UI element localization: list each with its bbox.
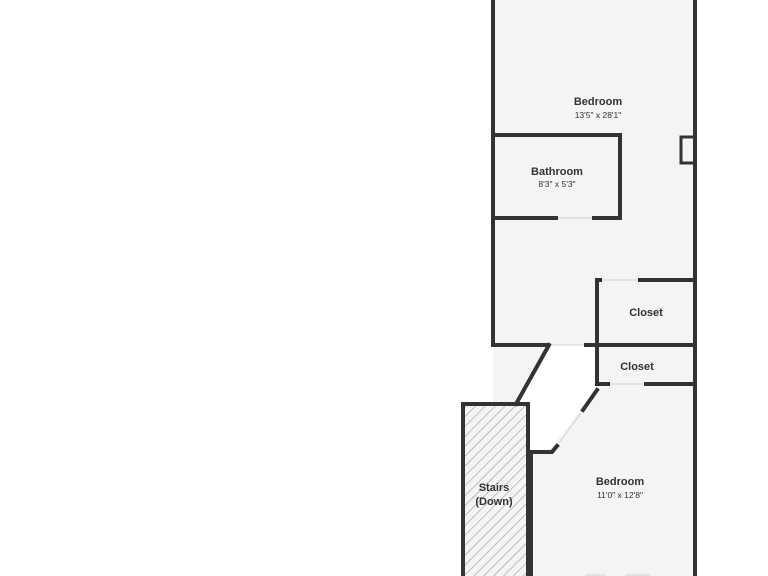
stairs-label-line2: (Down) (475, 496, 513, 508)
room-labels: Bedroom 13'5" x 28'1" Bathroom 8'3" x 5'… (475, 96, 663, 508)
walls (461, 0, 697, 576)
upper-bedroom-floor (493, 0, 695, 576)
bedroom-lower-door (558, 412, 582, 444)
closet-lower-name: Closet (620, 361, 654, 373)
wall-hall-left-diagonal (513, 342, 552, 407)
chimney (679, 135, 697, 165)
wall-stairs (461, 402, 530, 576)
bedroom-upper-dims: 13'5" x 28'1" (575, 110, 622, 120)
bedroom-lower-name: Bedroom (596, 476, 645, 488)
stairs-hatch (463, 404, 528, 576)
closet-upper-name: Closet (629, 307, 663, 319)
bedroom-lower-dims: 11'0" x 12'8" (597, 490, 643, 500)
bathroom-dims: 8'3" x 5'3" (538, 179, 575, 189)
bathroom-name: Bathroom (531, 166, 583, 178)
floor-areas (463, 0, 695, 576)
wall-bedroom-lower-corner (529, 443, 560, 576)
wall-hall-right-diagonal (580, 387, 600, 413)
bedroom-upper-name: Bedroom (574, 96, 623, 108)
stairs-label-line1: Stairs (479, 482, 510, 494)
wall-bathroom (491, 133, 622, 220)
